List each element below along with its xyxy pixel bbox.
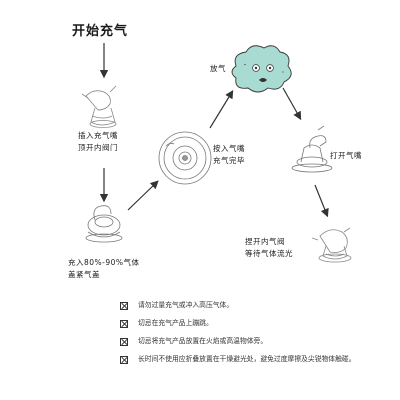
arrow-deflate-to-open [282,87,302,121]
deflate-cloud-illustration [231,45,292,93]
note-item: 长时间不使用应折叠放置在干燥避光处，避免过度摩擦及尖锐物体触碰。 [120,354,390,365]
open-valve-illustration [291,125,333,173]
step-inflate-line-1: 充入80%-90%气体 [68,258,140,267]
valve-top-view-illustration [158,131,212,185]
step-press-line-1: 按入气嘴 [213,144,245,153]
step-open-label: 打开气嘴 [330,151,362,160]
page-title: 开始充气 [72,24,129,39]
step-inflate-line-2: 盖紧气盖 [68,270,100,279]
step-squeeze-line-2: 等待气体流光 [245,249,293,258]
arrow-open-to-squeeze [314,184,329,218]
arrow-press-to-deflate [209,89,234,129]
hand-insert-valve-illustration [81,85,117,128]
step-insert-line-2: 顶开内阀门 [78,143,118,152]
notes-list: 请勿过量充气或冲入高压气体。 切忌在充气产品上蹦跳。 切忌将充气产品放置在火焰或… [120,300,390,372]
arrow-inflate-to-press [127,180,159,211]
note-text: 切忌在充气产品上蹦跳。 [138,319,213,327]
note-text: 长时间不使用应折叠放置在干燥避光处，避免过度摩擦及尖锐物体触碰。 [138,355,356,363]
step-insert-line-1: 插入充气嘴 [78,131,118,140]
note-text: 请勿过量充气或冲入高压气体。 [138,301,234,309]
note-item: 切忌将充气产品放置在火焰或高温物体旁。 [120,336,390,347]
step-deflate-label: 放气 [210,64,226,73]
note-item: 切忌在充气产品上蹦跳。 [120,318,390,329]
check-box-icon [120,338,128,346]
step-press-label: 按入气嘴 充气完毕 [213,143,245,167]
hand-squeeze-valve-illustration [311,227,352,263]
note-item: 请勿过量充气或冲入高压气体。 [120,300,390,311]
note-text: 切忌将充气产品放置在火焰或高温物体旁。 [138,337,268,345]
step-press-line-2: 充气完毕 [213,156,245,165]
check-box-icon [120,320,128,328]
step-inflate-label: 充入80%-90%气体 盖紧气盖 [68,257,140,281]
cap-valve-illustration [85,205,123,243]
step-squeeze-label: 捏开内气阀 等待气体流光 [245,236,293,260]
step-insert-label: 插入充气嘴 顶开内阀门 [78,130,118,154]
step-squeeze-line-1: 捏开内气阀 [245,237,285,246]
check-box-icon [120,302,128,310]
check-box-icon [120,356,128,364]
